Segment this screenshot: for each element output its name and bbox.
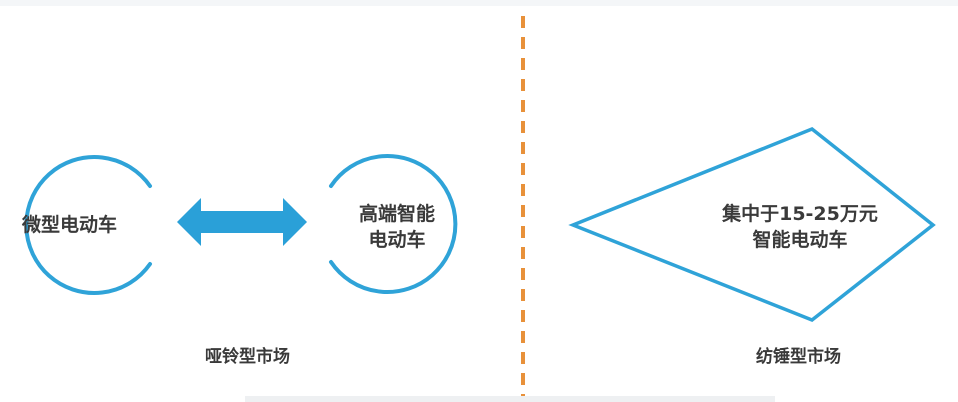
- top-strip: [0, 0, 958, 6]
- premium-ev-label-line2: 电动车: [368, 229, 426, 251]
- premium-ev-circle: [329, 154, 458, 294]
- premium-ev-label: 高端智能 电动车: [342, 201, 452, 253]
- premium-ev-label-line1: 高端智能: [358, 203, 435, 225]
- bottom-strip: [245, 396, 775, 402]
- micro-ev-circle: [24, 155, 152, 295]
- spindle-market-label: 纺锤型市场: [756, 347, 841, 367]
- spindle-diamond: [568, 126, 936, 322]
- mid-range-ev-label: 集中于15-25万元 智能电动车: [695, 201, 905, 253]
- double-arrow-icon: [177, 198, 307, 246]
- micro-ev-label: 微型电动车: [22, 214, 118, 236]
- mid-range-ev-label-line2: 智能电动车: [752, 229, 848, 251]
- dumbbell-market-label: 哑铃型市场: [205, 347, 290, 367]
- mid-range-ev-label-line1: 集中于15-25万元: [722, 203, 878, 225]
